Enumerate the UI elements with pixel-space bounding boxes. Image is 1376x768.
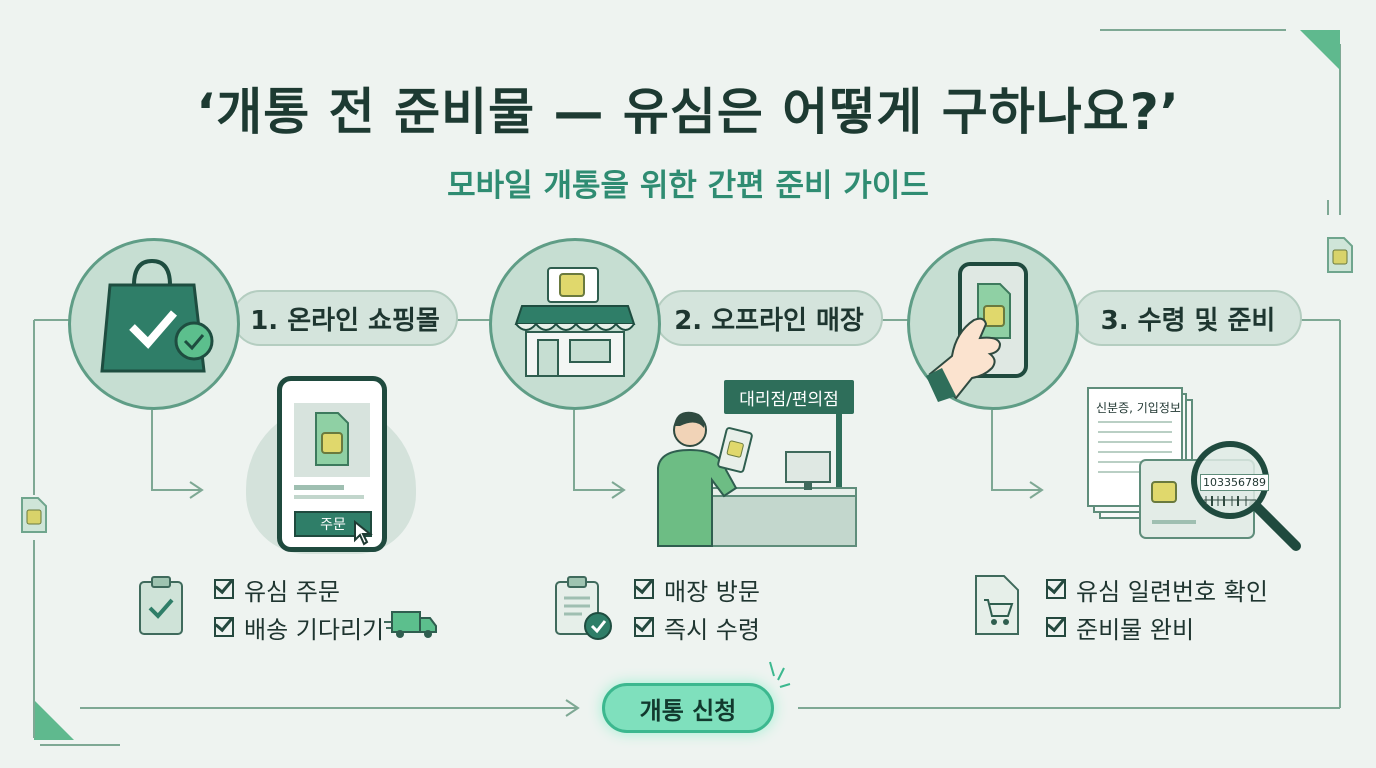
checklist-item-label: 매장 방문 [664, 577, 760, 606]
step-2-checklist: 매장 방문 즉시 수령 [634, 570, 760, 646]
document-label: 신분증, 기입정보 [1096, 401, 1181, 415]
sim-card-icon-right [1327, 237, 1353, 273]
hand-holding-phone-icon [926, 262, 1028, 402]
sign-pole [836, 400, 842, 494]
checkbox-checked-icon [1046, 579, 1066, 599]
checkbox-checked-icon [634, 617, 654, 637]
checkbox-checked-icon [634, 579, 654, 599]
checklist-item: 매장 방문 [634, 570, 760, 608]
activation-request-button[interactable]: 개통 신청 [602, 683, 774, 733]
checklist-item-label: 준비물 완비 [1076, 615, 1195, 644]
cart-document-icon [975, 575, 1019, 635]
storefront-icon [514, 267, 636, 377]
step-3-pill: 3. 수령 및 준비 [1074, 290, 1302, 346]
clipboard-list-icon [555, 576, 612, 640]
checklist-item: 즉시 수령 [634, 608, 760, 646]
store-counter-illustration [657, 411, 857, 547]
step-2-label: 2. 오프라인 매장 [674, 305, 864, 336]
checklist-item-label: 배송 기다리기 [244, 615, 385, 644]
checklist-item: 유심 주문 [214, 570, 384, 608]
checklist-item-label: 즉시 수령 [664, 615, 760, 644]
step-1-pill: 1. 온라인 쇼핑몰 [232, 290, 458, 346]
step-3-checklist: 유심 일련번호 확인 준비물 완비 [1046, 570, 1268, 646]
checkbox-checked-icon [214, 579, 234, 599]
phone-text-line [294, 485, 344, 490]
phone-illustration: 주문 [277, 376, 387, 552]
checkbox-checked-icon [1046, 617, 1066, 637]
cursor-pointer-icon [354, 520, 373, 546]
store-sign: 대리점/편의점 [724, 380, 854, 414]
page-subtitle: 모바일 개통을 위한 간편 준비 가이드 [447, 168, 929, 204]
delivery-truck-icon [384, 611, 437, 638]
step-1-label: 1. 온라인 쇼핑몰 [250, 305, 440, 336]
sim-card-icon-left [21, 497, 47, 533]
sim-card-icon [315, 412, 349, 466]
step-2-pill: 2. 오프라인 매장 [655, 290, 883, 346]
checklist-item-label: 유심 일련번호 확인 [1076, 577, 1268, 606]
page-title: ‘개통 전 준비물 — 유심은 어떻게 구하나요?’ [196, 83, 1180, 141]
checklist-item: 유심 일련번호 확인 [1046, 570, 1268, 608]
clipboard-check-icon [139, 576, 183, 635]
step-1-checklist: 유심 주문 배송 기다리기 [214, 570, 384, 646]
checklist-item: 배송 기다리기 [214, 608, 384, 646]
step-3-label: 3. 수령 및 준비 [1100, 305, 1276, 336]
phone-text-line [294, 495, 364, 499]
checklist-item-label: 유심 주문 [244, 577, 340, 606]
serial-number: 103356789 [1200, 474, 1269, 491]
checkbox-checked-icon [214, 617, 234, 637]
shopping-bag-icon [100, 258, 214, 373]
checklist-item: 준비물 완비 [1046, 608, 1268, 646]
